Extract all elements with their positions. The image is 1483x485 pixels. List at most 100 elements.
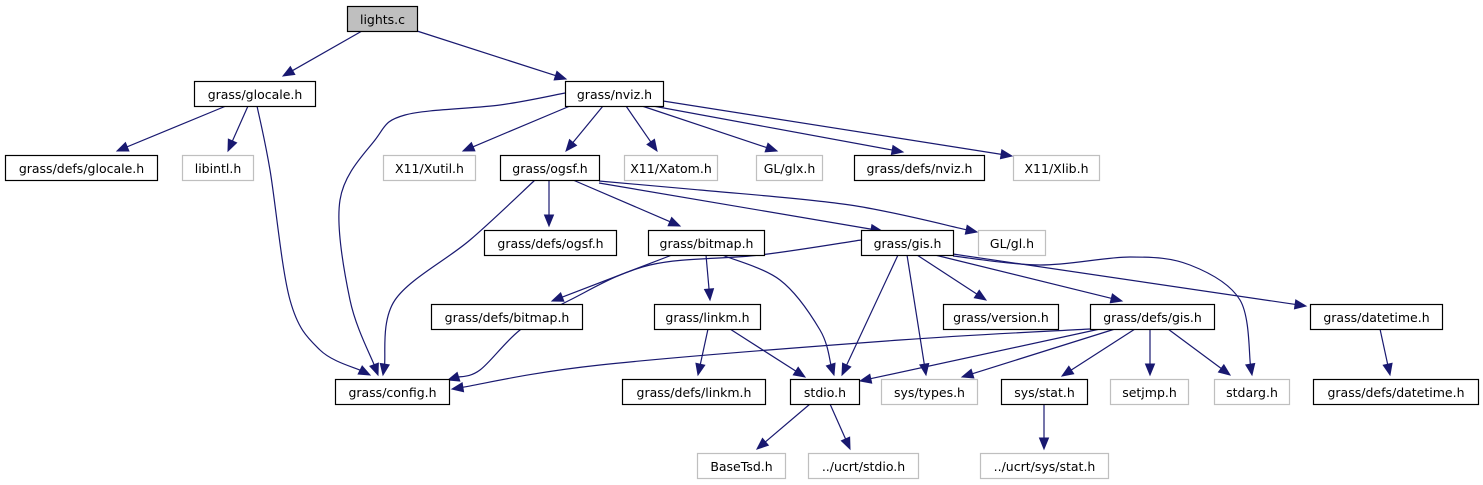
node-box [880,378,979,406]
edge-ogsf-h-to-defs-ogsf-h [543,180,555,228]
arrowhead-icon [999,149,1014,160]
arrowhead-icon [543,214,555,228]
node-glocale-h[interactable]: grass/glocale.h [193,80,317,108]
node-box [1312,378,1480,406]
edge-defs-gis-h-to-stdarg-h [1167,328,1232,376]
edge-line [290,30,363,73]
arrowhead-icon [695,362,706,377]
edge-nviz-h-to-config-h [338,92,566,377]
arrowhead-icon [825,362,836,377]
arrowhead-icon [281,65,296,77]
node-label: X11/Xutil.h [395,161,464,176]
node-label: grass/defs/gis.h [1103,310,1202,325]
edge-line [952,253,1298,306]
node-stdio-h[interactable]: stdio.h [789,378,861,406]
edge-line [460,328,1091,389]
edge-line [471,105,571,149]
edge-glocale-h-to-defs-glocale-h [115,105,227,152]
node-label: sys/types.h [894,385,965,400]
edge-linkm-h-to-defs-linkm-h [695,328,709,377]
node-label: grass/linkm.h [665,310,749,325]
node-label: grass/defs/bitmap.h [445,310,570,325]
edge-glocale-h-to-libintl-h [227,105,249,153]
edge-line [598,182,874,231]
node-label: grass/defs/datetime.h [1327,385,1464,400]
edge-bitmap-h-to-linkm-h [703,254,715,302]
node-defs-linkm-h[interactable]: grass/defs/linkm.h [621,378,767,406]
edge-gis-h-to-config-h [446,239,862,382]
node-label: GL/glx.h [764,161,816,176]
arrowhead-icon [858,373,873,384]
node-box [181,154,255,182]
arrowhead-icon [890,144,905,156]
node-box [623,154,719,182]
edge-line [1167,328,1224,371]
edge-stdio-h-to-basetsd-h [755,403,811,450]
node-label: sys/stat.h [1014,385,1075,400]
arrowhead-icon [646,138,658,153]
edge-gis-h-to-defs-gis-h [934,254,1124,304]
arrowhead-icon [755,437,770,450]
node-ucrt-stdio-h: ../ucrt/stdio.h [807,452,920,480]
node-label: grass/defs/linkm.h [637,385,752,400]
edge-line [705,254,710,292]
edge-defs-gis-h-to-types-h [960,328,1116,379]
node-box [1089,303,1216,331]
node-box [564,80,665,108]
node-defs-ogsf-h[interactable]: grass/defs/ogsf.h [483,229,618,257]
edge-linkm-h-to-stdio-h [729,328,807,378]
node-label: grass/ogsf.h [512,161,587,176]
edge-line [1069,328,1136,372]
node-datetime-h[interactable]: grass/datetime.h [1309,303,1444,331]
edge-line [416,30,558,77]
node-box [334,378,451,406]
node-defs-gis-h[interactable]: grass/defs/gis.h [1089,303,1216,331]
node-box [853,154,986,182]
node-config-h[interactable]: grass/config.h [334,378,451,406]
node-box [647,229,766,257]
node-ogsf-h[interactable]: grass/ogsf.h [499,154,601,182]
arrowhead-icon [960,368,975,379]
node-stat-h[interactable]: sys/stat.h [1000,378,1089,406]
node-defs-datetime-h[interactable]: grass/defs/datetime.h [1312,378,1480,406]
node-label: stdarg.h [1226,385,1278,400]
edge-line [763,403,811,444]
edge-nviz-h-to-xlib-h [662,100,1014,160]
node-box [382,154,477,182]
node-box [789,378,861,406]
node-version-h[interactable]: grass/version.h [942,303,1060,331]
node-box [346,5,419,33]
node-defs-bitmap-h[interactable]: grass/defs/bitmap.h [430,303,584,331]
node-bitmap-h[interactable]: grass/bitmap.h [647,229,766,257]
edge-line [456,239,862,378]
node-box [193,80,317,108]
node-label: grass/config.h [348,385,436,400]
node-linkm-h[interactable]: grass/linkm.h [653,303,762,331]
node-defs-nviz-h[interactable]: grass/defs/nviz.h [853,154,986,182]
node-label: grass/nviz.h [577,87,652,102]
node-setjmp-h: setjmp.h [1109,378,1190,406]
edge-gis-h-to-stdio-h [841,254,899,377]
node-box [483,229,618,257]
edge-glocale-h-to-config-h [256,105,372,376]
arrowhead-icon [553,70,568,81]
node-label: grass/gis.h [874,236,942,251]
node-gis-h[interactable]: grass/gis.h [860,229,955,257]
node-defs-glocale-h[interactable]: grass/defs/glocale.h [4,154,159,182]
node-nviz-h[interactable]: grass/nviz.h [564,80,665,108]
node-gl-h: GL/gl.h [977,229,1047,257]
edge-lights-c-to-nviz-h [416,30,568,81]
arrowhead-icon [461,141,476,152]
edge-ogsf-h-to-gl-h [598,180,979,235]
arrowhead-icon [667,216,682,227]
node-box [696,452,787,480]
node-box [1000,378,1089,406]
node-box [621,378,767,406]
node-box [499,154,601,182]
edge-line [1379,328,1389,367]
node-glx-h: GL/glx.h [755,154,824,182]
edge-stat-h-to-ucrt-stat-h [1038,404,1050,451]
edge-bitmap-h-to-stdio-h [721,254,836,377]
node-label: libintl.h [195,161,242,176]
arrowhead-icon [1038,437,1050,451]
